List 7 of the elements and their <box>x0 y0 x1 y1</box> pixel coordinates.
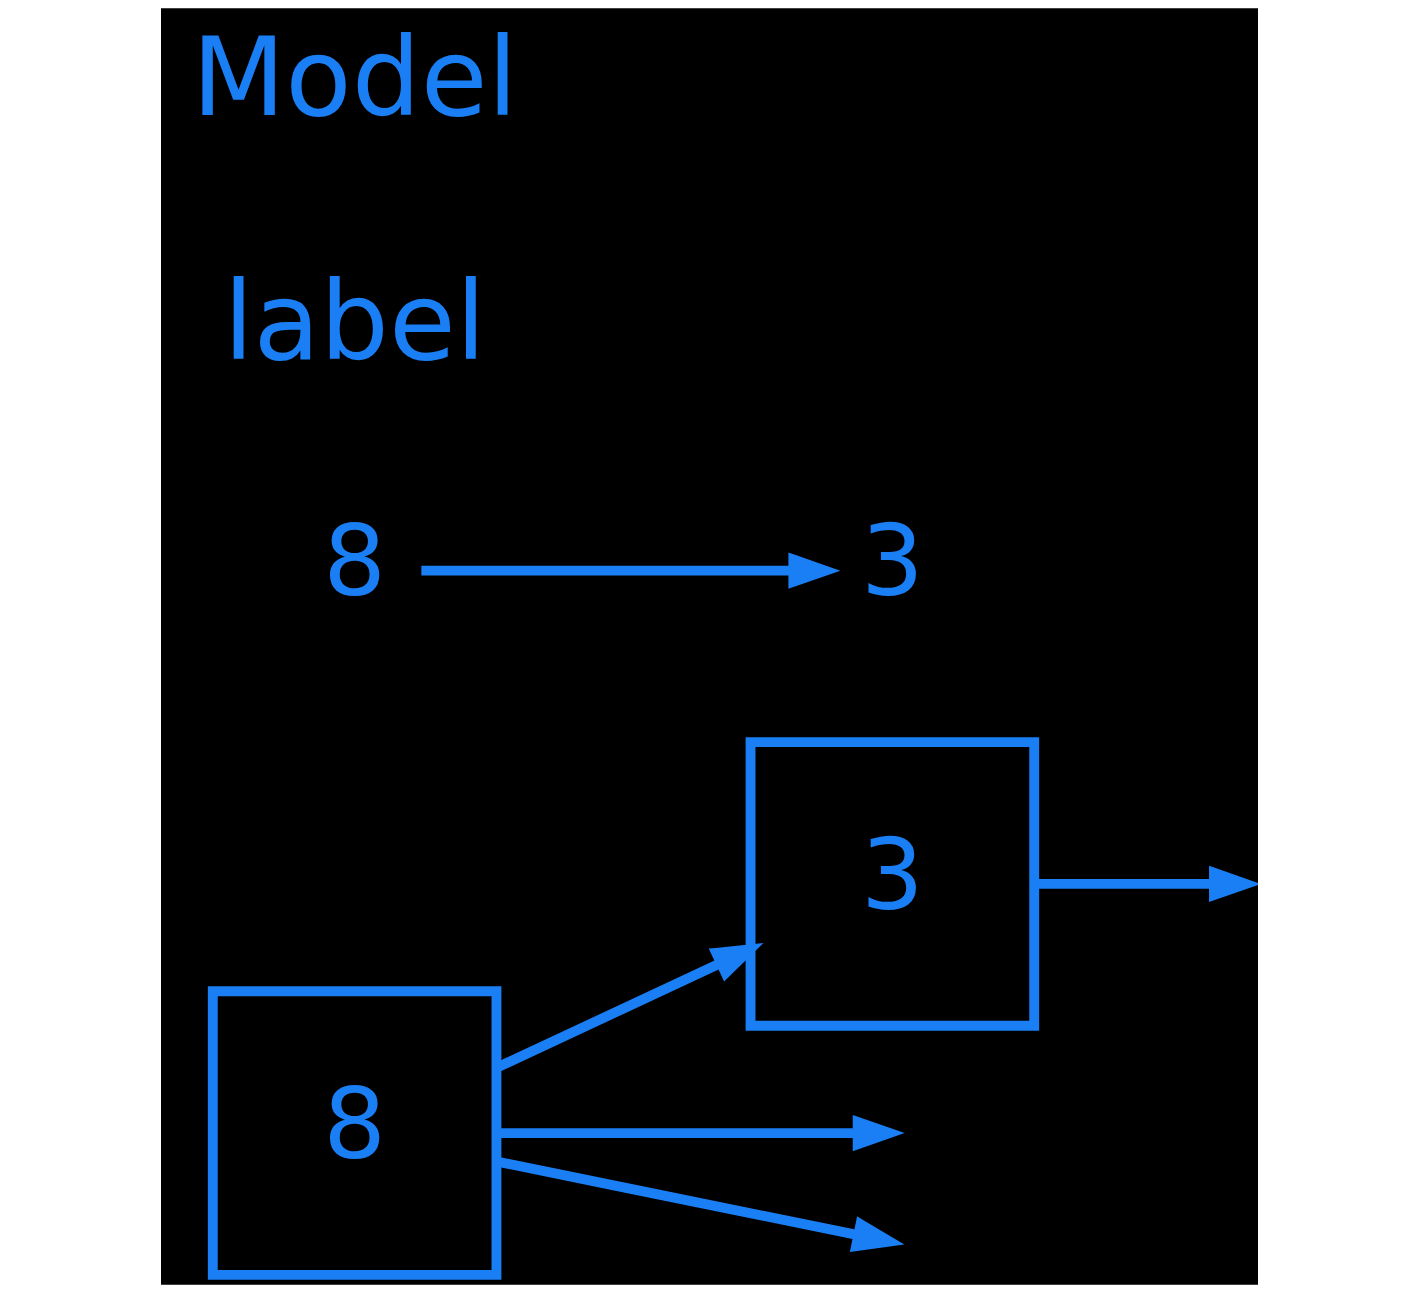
arrow <box>421 552 841 589</box>
label: Model <box>191 13 518 141</box>
node-text: 8 <box>323 503 387 619</box>
label: label <box>223 258 486 385</box>
node-text: 3 <box>860 503 924 619</box>
node-box: 3 <box>745 737 1040 1031</box>
node-box: 8 <box>207 986 502 1280</box>
